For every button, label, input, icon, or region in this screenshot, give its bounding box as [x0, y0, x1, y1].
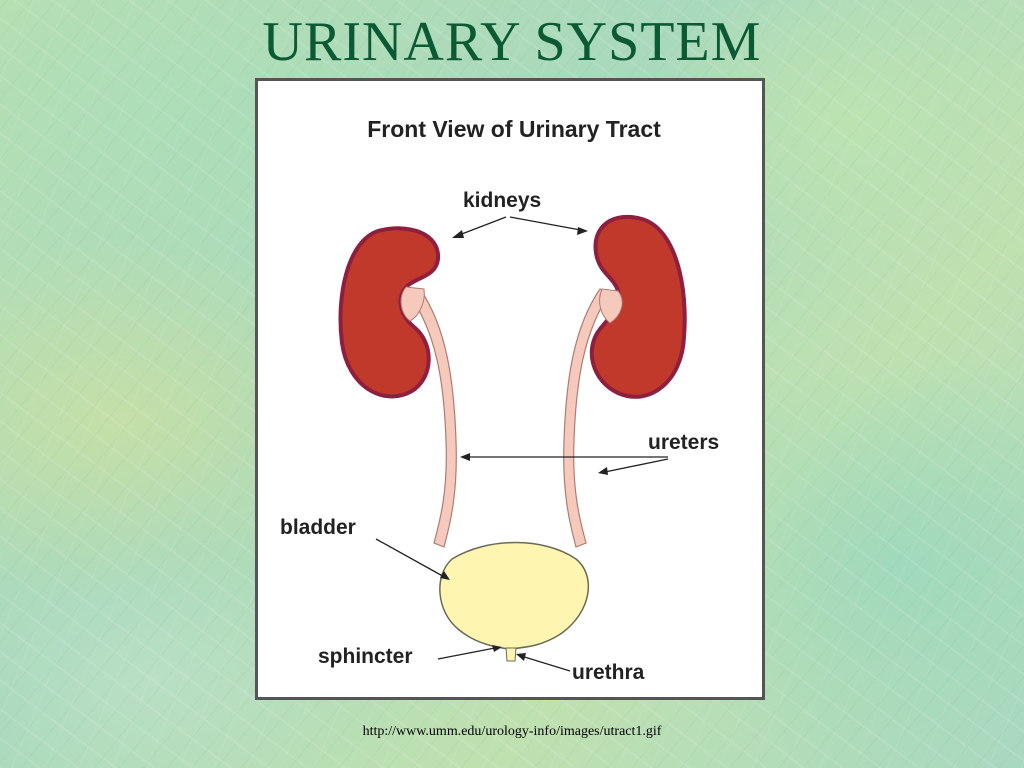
urethra-tube — [505, 647, 517, 662]
diagram-heading: Front View of Urinary Tract — [367, 116, 661, 142]
urinary-tract-diagram: Front View of Urinary Tract kidneys uret… — [280, 116, 719, 684]
bladder-label: bladder — [280, 516, 356, 539]
ureters-arrow-left — [460, 453, 470, 461]
sphincter-label: sphincter — [318, 645, 413, 668]
left-kidney — [338, 226, 441, 399]
left-ureter — [407, 288, 457, 548]
ureters-arrow-right — [598, 467, 608, 475]
source-url-caption: http://www.umm.edu/urology-info/images/u… — [362, 724, 662, 739]
right-kidney — [589, 214, 687, 399]
urethra-leader — [517, 654, 571, 672]
right-renal-pelvis — [599, 288, 623, 324]
kidneys-arrow-left — [452, 230, 464, 238]
ureters-leader-right — [599, 458, 669, 474]
sphincter-leader — [437, 646, 501, 660]
kidneys-label: kidneys — [463, 189, 541, 212]
left-renal-pelvis — [400, 286, 425, 322]
urethra-label: urethra — [572, 661, 645, 684]
bladder-arrow — [440, 571, 450, 580]
kidneys-arrow-right — [577, 227, 588, 235]
urethra-arrow — [516, 653, 526, 661]
bladder-leader — [375, 538, 449, 580]
diagram-frame: Front View of Urinary Tract kidneys uret… — [255, 78, 765, 700]
kidneys-leader-right — [509, 216, 587, 232]
sphincter-arrow — [492, 645, 502, 652]
bladder-organ — [439, 541, 590, 650]
ureters-label: ureters — [648, 431, 719, 454]
slide-title: URINARY SYSTEM — [262, 11, 762, 73]
right-ureter — [563, 288, 611, 548]
